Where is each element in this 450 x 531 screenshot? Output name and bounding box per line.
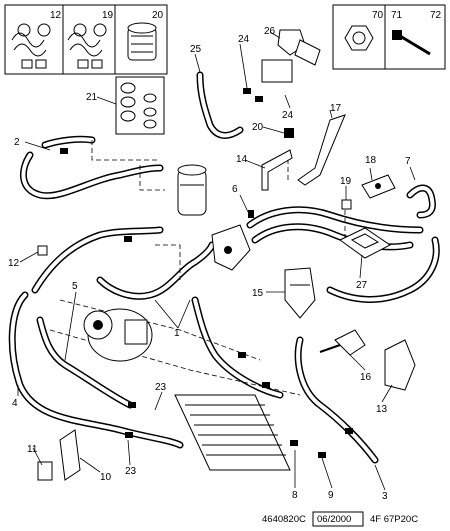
callout-16: 16 <box>360 372 372 383</box>
bracket-13 <box>384 339 416 391</box>
leader-lines <box>17 31 416 491</box>
callout-4: 4 <box>12 398 18 409</box>
valve-16 <box>319 329 366 356</box>
bracket-15 <box>284 267 316 319</box>
expansion-valve <box>211 224 251 271</box>
callout-17: 17 <box>330 103 342 114</box>
clip-11 <box>37 461 53 481</box>
callout-10: 10 <box>100 472 112 483</box>
callout-14: 14 <box>236 154 248 165</box>
callout-23-lower: 23 <box>125 466 137 477</box>
callout-27: 27 <box>356 280 368 291</box>
marker-square-19 <box>341 199 352 210</box>
callout-19: 19 <box>340 176 352 187</box>
callout-18: 18 <box>365 155 377 166</box>
inset-label-20: 20 <box>152 10 164 21</box>
footer: 4640820C 06/2000 4F 67P20C <box>262 511 418 527</box>
callout-9: 9 <box>328 490 334 501</box>
callout-3: 3 <box>382 491 388 502</box>
leader-21 <box>96 96 117 105</box>
callout-5: 5 <box>72 281 78 292</box>
inset-box-71-72 <box>384 4 446 70</box>
footer-code: 4F 67P20C <box>370 514 418 525</box>
bracket-14 <box>261 149 293 191</box>
receiver-drier <box>177 164 207 216</box>
callout-2: 2 <box>14 137 20 148</box>
callout-15: 15 <box>252 288 264 299</box>
callout-1: 1 <box>174 328 180 339</box>
inset-label-19: 19 <box>102 10 114 21</box>
callout-24-lower: 24 <box>282 110 294 121</box>
callout-6: 6 <box>232 184 238 195</box>
fittings <box>60 88 353 458</box>
footer-ref: 4640820C <box>262 514 306 525</box>
inset-box-21-o-rings <box>115 76 165 135</box>
callout-21: 21 <box>86 92 98 103</box>
callout-12: 12 <box>8 258 20 269</box>
inset-box-20 <box>114 4 168 75</box>
callout-7: 7 <box>405 156 411 167</box>
inset-label-70: 70 <box>372 10 384 21</box>
part-20 <box>284 128 294 138</box>
inset-label-71: 71 <box>391 10 403 21</box>
callout-24-upper: 24 <box>238 34 250 45</box>
hoses <box>8 71 440 464</box>
inset-label-72: 72 <box>430 10 442 21</box>
callout-26: 26 <box>264 26 276 37</box>
inset-label-12: 12 <box>50 10 62 21</box>
footer-date-box <box>312 511 364 527</box>
pressure-switch-26 <box>261 29 321 83</box>
callout-20: 20 <box>252 122 264 133</box>
callout-8: 8 <box>292 490 298 501</box>
compressor <box>83 308 153 362</box>
callout-11: 11 <box>27 444 38 455</box>
bracket-10 <box>59 429 81 481</box>
marker-square-12 <box>37 245 48 256</box>
callout-25: 25 <box>190 44 202 55</box>
footer-date: 06/2000 <box>317 514 351 525</box>
inset-box-19 <box>62 4 116 75</box>
bracket-27 <box>339 227 391 259</box>
bracket-17 <box>297 114 346 186</box>
callout-13: 13 <box>376 404 388 415</box>
clip-18 <box>361 174 396 199</box>
inset-box-70 <box>332 4 386 70</box>
inset-box-12 <box>4 4 64 75</box>
condenser <box>174 394 291 471</box>
callout-23-upper: 23 <box>155 382 167 393</box>
